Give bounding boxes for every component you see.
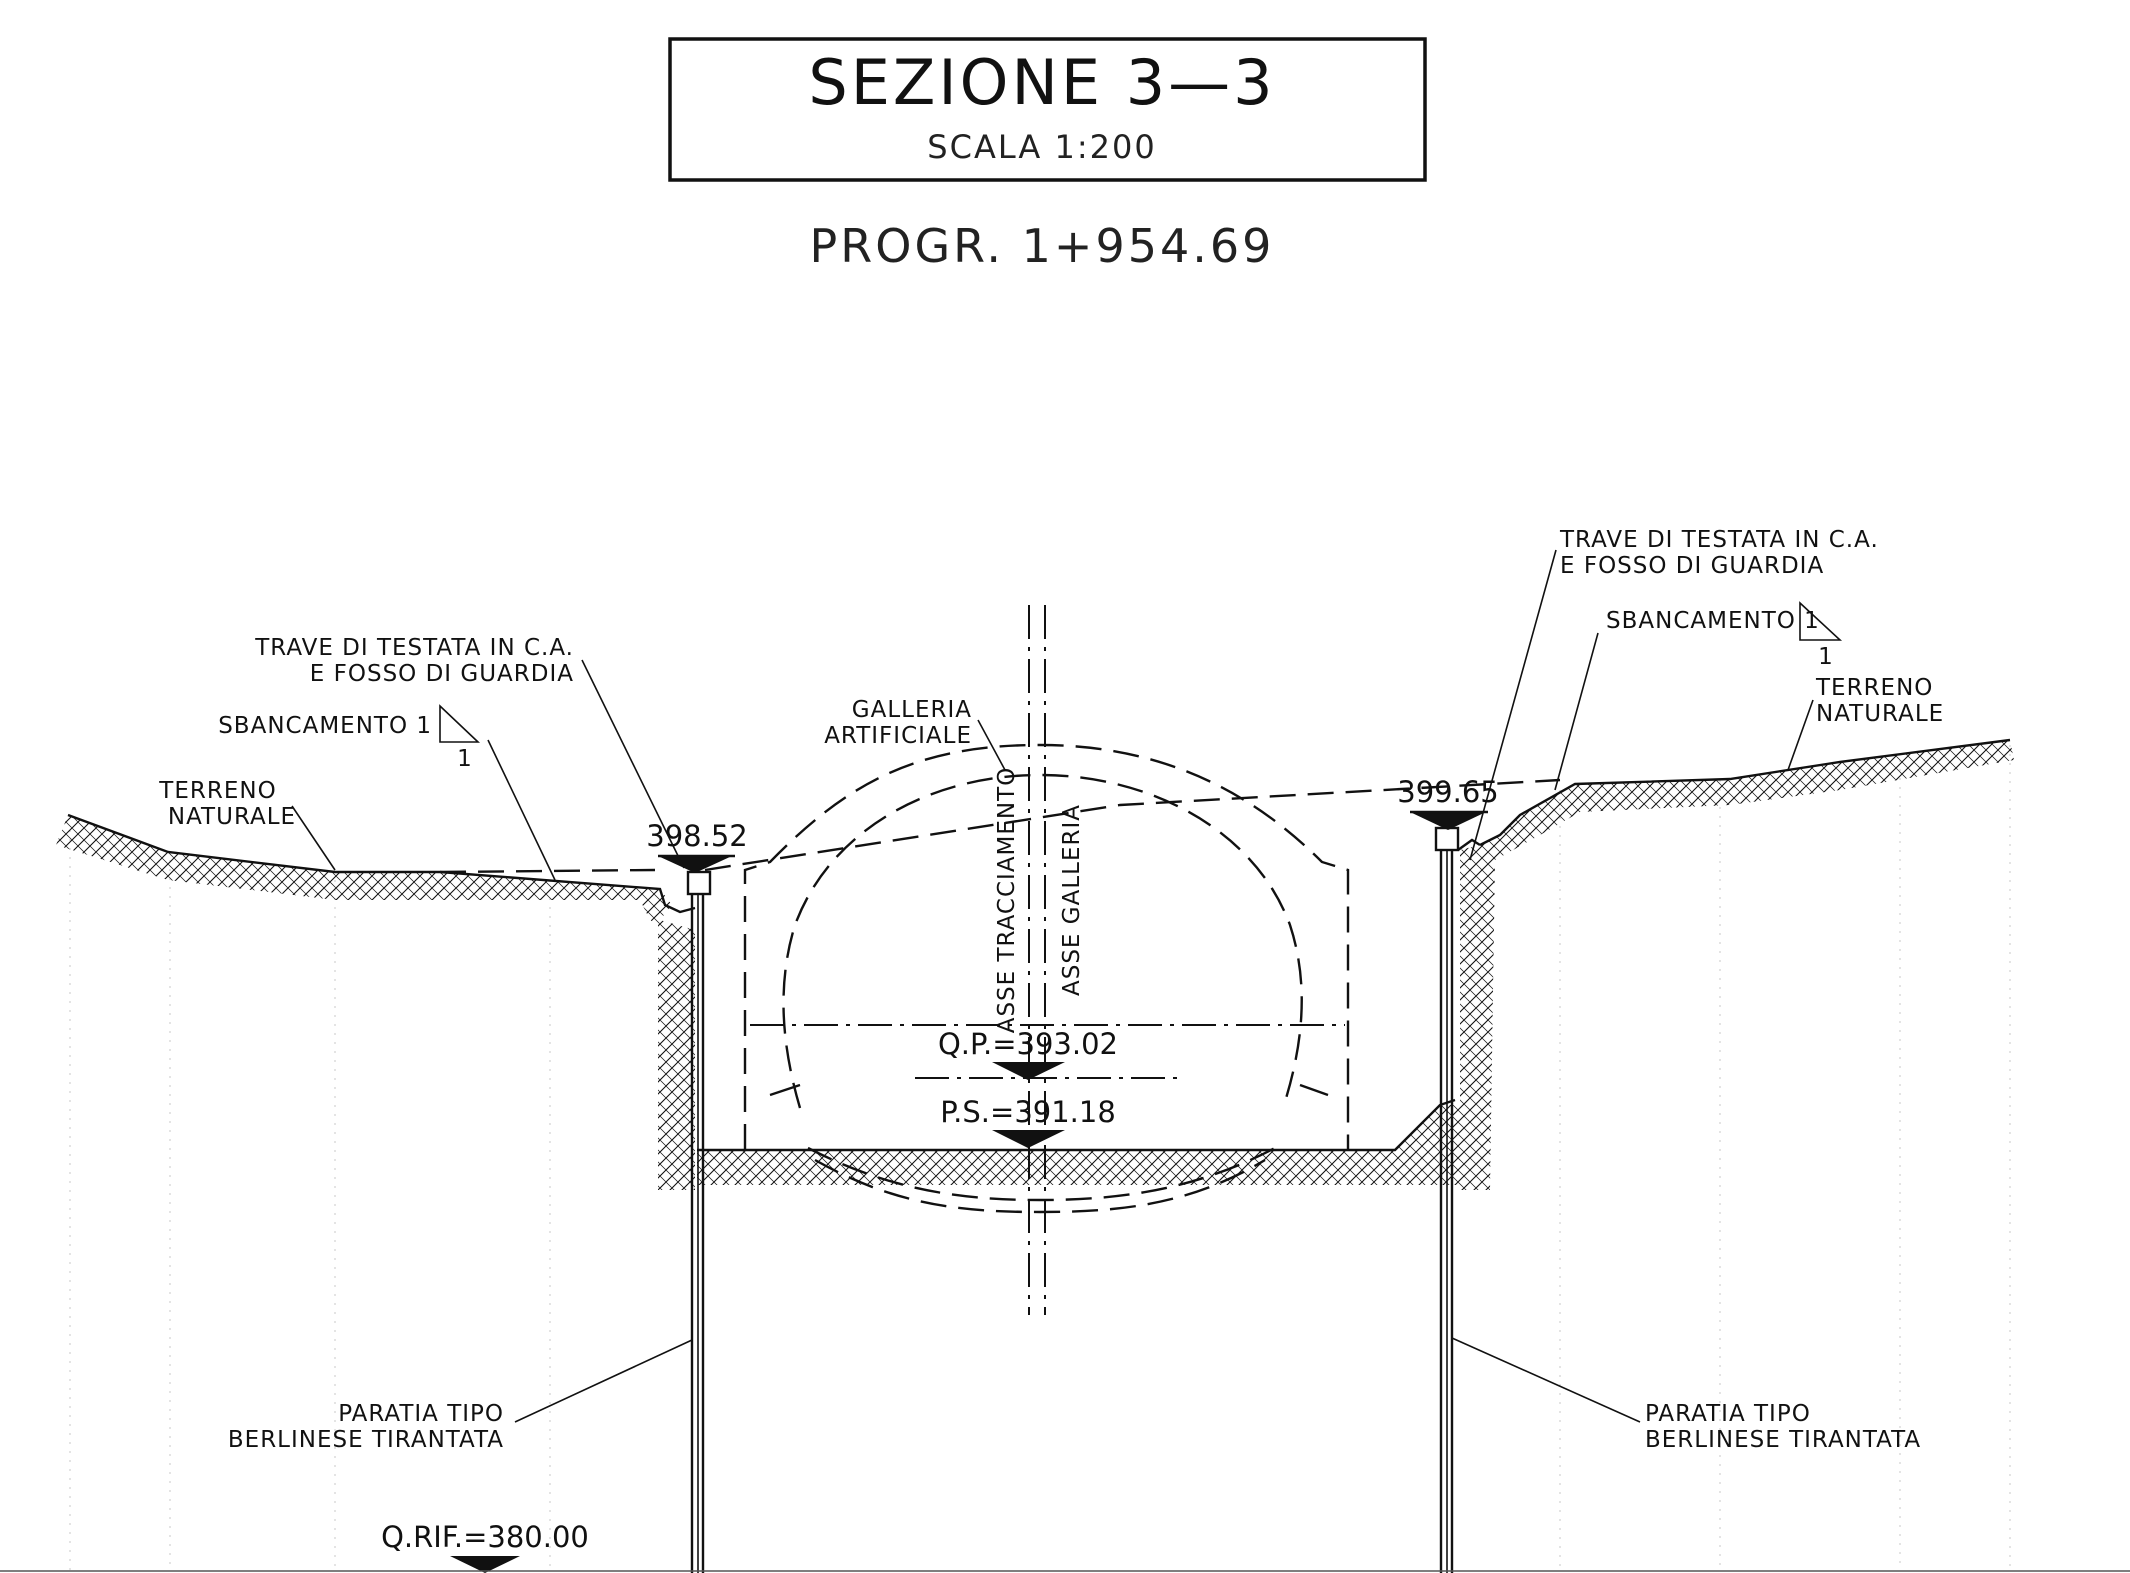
scale-label: SCALA 1:200 bbox=[927, 128, 1156, 166]
elevation-marker-left: 398.52 bbox=[646, 819, 748, 873]
elevation-marker-right: 399.65 bbox=[1397, 775, 1499, 830]
left-annotations: TRAVE DI TESTATA IN C.A. E FOSSO DI GUAR… bbox=[158, 635, 693, 1453]
left-ground bbox=[56, 813, 712, 1190]
elevation-qp: Q.P.=393.02 bbox=[938, 1027, 1118, 1061]
left-berlinese-wall bbox=[690, 895, 705, 1573]
title-frame bbox=[668, 37, 1427, 182]
left-terreno-label-line1: TERRENO bbox=[158, 778, 276, 804]
elevation-ps: P.S.=391.18 bbox=[940, 1095, 1116, 1129]
left-trave-label-line2: E FOSSO DI GUARDIA bbox=[310, 661, 574, 687]
center-annotations: GALLERIA ARTIFICIALE ASSE TRACCIAMENTO A… bbox=[824, 697, 1085, 1033]
progressive-label: PROGR. 1+954.69 bbox=[810, 219, 1275, 273]
elevation-marker-qrif: Q.RIF.=380.00 bbox=[381, 1520, 589, 1573]
elevation-marker-qp: Q.P.=393.02 bbox=[938, 1027, 1118, 1080]
right-paratia-label-line2: BERLINESE TIRANTATA bbox=[1645, 1427, 1921, 1453]
galleria-label-line2: ARTIFICIALE bbox=[824, 723, 972, 749]
left-sbancamento-ratio: 1 bbox=[457, 746, 473, 772]
left-slope-triangle bbox=[439, 704, 481, 743]
elevation-marker-ps: P.S.=391.18 bbox=[940, 1095, 1116, 1148]
right-slope-triangle bbox=[1799, 601, 1843, 641]
right-berlinese-wall bbox=[1439, 850, 1454, 1573]
left-trave-label-line1: TRAVE DI TESTATA IN C.A. bbox=[254, 635, 574, 661]
left-terreno-label-line2: NATURALE bbox=[168, 804, 296, 830]
galleria-outline bbox=[743, 743, 1350, 1214]
right-ground bbox=[1434, 738, 2014, 1190]
elevation-right-top: 399.65 bbox=[1397, 775, 1498, 809]
axes bbox=[1028, 605, 1046, 1315]
surface-profile-dashed bbox=[439, 778, 1561, 874]
galleria-label-line1: GALLERIA bbox=[852, 697, 972, 723]
asse-tracciamento-label: ASSE TRACCIAMENTO bbox=[994, 767, 1020, 1034]
asse-galleria-label: ASSE GALLERIA bbox=[1059, 804, 1085, 996]
right-trave-label-line2: E FOSSO DI GUARDIA bbox=[1560, 553, 1824, 579]
left-paratia-label-line2: BERLINESE TIRANTATA bbox=[228, 1427, 504, 1453]
right-paratia-label-line1: PARATIA TIPO bbox=[1645, 1401, 1811, 1427]
right-sbancamento-ratio: 1 bbox=[1818, 644, 1834, 670]
right-trave-label-line1: TRAVE DI TESTATA IN C.A. bbox=[1559, 527, 1879, 553]
right-annotations: TRAVE DI TESTATA IN C.A. E FOSSO DI GUAR… bbox=[1451, 527, 1944, 1453]
right-terreno-label-line2: NATURALE bbox=[1816, 701, 1944, 727]
left-sbancamento-label: SBANCAMENTO 1 bbox=[218, 713, 432, 739]
construction-grid bbox=[69, 745, 2011, 1570]
section-title: SEZIONE 3—3 bbox=[808, 46, 1275, 119]
left-paratia-label-line1: PARATIA TIPO bbox=[338, 1401, 504, 1427]
elevation-qrif: Q.RIF.=380.00 bbox=[381, 1520, 589, 1554]
right-sbancamento-label: SBANCAMENTO 1 bbox=[1606, 608, 1820, 634]
elevation-left-top: 398.52 bbox=[646, 819, 747, 853]
right-terreno-label-line1: TERRENO bbox=[1815, 675, 1933, 701]
